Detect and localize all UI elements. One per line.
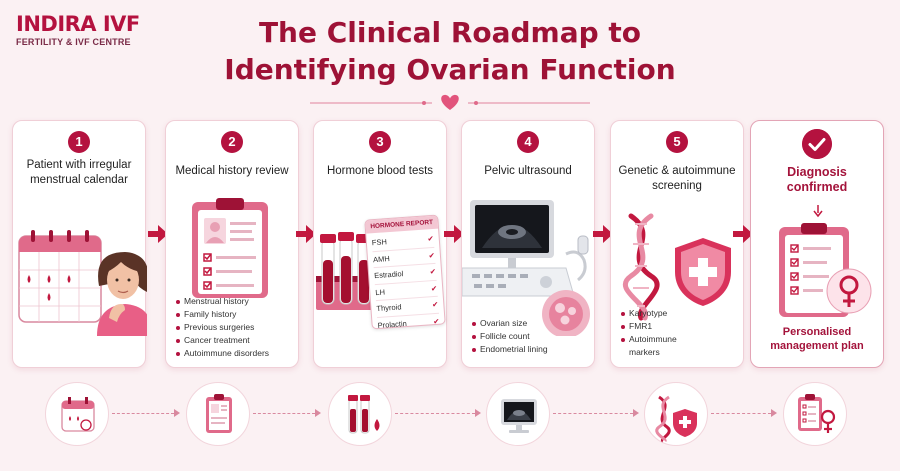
title-line-1: The Clinical Roadmap to [258,16,642,49]
hormone-report: HORMONE REPORT FSH✔ AMH✔ Estradiol✔ LH✔ … [364,214,446,333]
arrow-right-icon [733,225,753,243]
arrow-right-icon [444,225,464,243]
list-item: FMR1 [621,320,683,333]
list-item: Menstrual history [176,295,269,308]
list-item: Autoimmune disorders [176,347,269,360]
step-title: Pelvic ultrasound [484,165,572,177]
step-card-1: 1 Patient with irregular menstrual calen… [12,120,147,368]
dotted-connector [112,413,174,415]
step-number: 4 [517,131,539,153]
checkmark-icon [802,129,832,159]
dotted-connector [553,413,633,415]
step-number: 2 [221,131,243,153]
mini-clipboard-icon [186,382,250,446]
clipboard-female-icon [779,205,872,317]
arrow-small-icon [475,409,481,417]
list-item: Previous surgeries [176,321,269,334]
bullet-list: Menstrual history Family history Previou… [176,295,269,360]
step-card-2: 2 Medical history review Menstrual histo… [165,120,299,368]
calendar-woman-icon [18,230,147,336]
bullet-list: Karyotype FMR1 Autoimmune markers [621,307,683,359]
management-plan-text: Personalised management plan [770,326,864,352]
step-card-5: 5 Genetic & autoimmune screening Karyoty… [610,120,744,368]
report-item: LH [375,286,386,297]
dotted-connector [395,413,475,415]
step-number: 5 [666,131,688,153]
dna-shield-icon [622,213,731,321]
step-title: Hormone blood tests [326,165,434,177]
blood-tubes-icon [316,232,378,310]
ultrasound-machine-icon [462,200,590,336]
step-number: 1 [68,131,90,153]
arrow-right-icon [148,225,168,243]
bullet-list: Ovarian size Follicle count Endometrial … [472,317,548,356]
check-icon: ✔ [430,283,438,293]
diagnosis-card: Diagnosis confirmed Personalised managem… [750,120,884,368]
report-item: AMH [372,253,390,264]
mini-dna-shield-icon [644,382,708,446]
check-icon: ✔ [427,233,435,244]
list-item: Family history [176,308,269,321]
step-title: Genetic & autoimmune screening [618,165,736,192]
step-number: 3 [369,131,391,153]
report-item: Estradiol [373,269,404,281]
mini-calendar-icon [45,382,109,446]
brand-name: INDIRA IVF [16,12,140,36]
step-title: Diagnosis confirmed [786,165,848,194]
heart-divider-icon [310,94,590,110]
arrow-small-icon [771,409,777,417]
clipboard-icon [192,198,268,298]
report-row: Prolactin ✔ [377,313,440,333]
check-icon: ✔ [429,266,437,277]
list-item: Cancer treatment [176,334,269,347]
mini-ultrasound-monitor-icon [486,382,550,446]
step-card-4: 4 Pelvic ultrasound Ovarian size Follicl… [461,120,595,368]
dotted-connector [711,413,771,415]
arrow-small-icon [174,409,180,417]
report-item: Prolactin [377,318,408,330]
brand-tagline: FERTILITY & IVF CENTRE [16,37,131,47]
mini-clipboard-female-icon [783,382,847,446]
report-item: Thyroid [376,302,402,314]
brand-logo: INDIRA IVF FERTILITY & IVF CENTRE [16,12,140,47]
check-icon: ✔ [432,316,440,326]
check-icon: ✔ [431,299,439,310]
list-item: Karyotype [621,307,683,320]
dotted-connector [253,413,315,415]
arrow-small-icon [315,409,321,417]
report-item: FSH [371,237,388,248]
list-item: Autoimmune markers [621,333,683,359]
arrow-small-icon [633,409,639,417]
check-icon: ✔ [428,250,436,260]
arrow-right-icon [296,225,316,243]
list-item: Endometrial lining [472,343,548,356]
mini-blood-tube-icon [328,382,392,446]
page-title: The Clinical Roadmap to Identifying Ovar… [170,14,730,88]
step-card-3: 3 Hormone blood tests HORMONE REPORT FSH… [313,120,447,368]
title-line-2: Identifying Ovarian Function [224,53,676,86]
step-title: Medical history review [175,165,289,177]
arrow-right-icon [593,225,613,243]
list-item: Follicle count [472,330,548,343]
list-item: Ovarian size [472,317,548,330]
step-title: Patient with irregular menstrual calenda… [26,159,132,186]
